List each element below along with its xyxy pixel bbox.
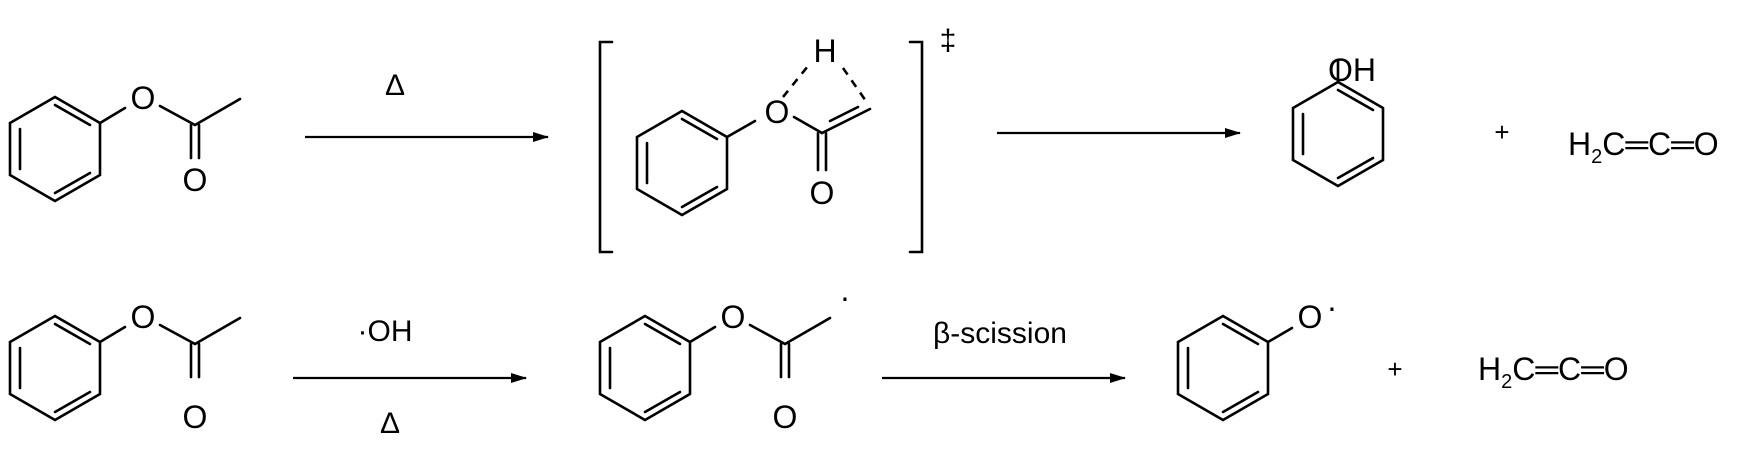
heat-label: Δ — [385, 69, 405, 102]
acetate-bonds — [98, 316, 242, 379]
double-dagger-symbol: ‡ — [940, 24, 957, 57]
radical-dot: · — [840, 279, 851, 315]
phenyl-acetate-reactant-2: O O — [8, 299, 242, 435]
acetyl-radical-intermediate: O O · — [598, 279, 851, 435]
ester-oxygen-label: O — [721, 299, 746, 335]
phenol: OH — [1291, 52, 1385, 188]
carbonyl-oxygen-label: O — [773, 399, 798, 435]
radical-dot: · — [1327, 289, 1338, 325]
ester-oxygen-label: O — [131, 299, 156, 335]
beta-scission-label: β-scission — [933, 317, 1067, 350]
ketene-formula: H2C═C═O — [1478, 351, 1629, 393]
reaction-arrow-hydroxyl: ·OH Δ — [293, 315, 527, 440]
heat-label: Δ — [380, 407, 400, 440]
acetate-bonds — [98, 97, 242, 160]
right-bracket — [908, 40, 924, 254]
benzene-ring — [635, 109, 729, 217]
ts-ester-oxygen-label: O — [765, 94, 790, 130]
carbonyl-oxygen-label: O — [183, 399, 208, 435]
transition-state: ‡ O O H — [598, 24, 957, 254]
plus-sign: + — [1494, 117, 1509, 147]
ester-oxygen-label: O — [131, 80, 156, 116]
plus-sign: + — [1387, 354, 1402, 384]
left-bracket — [598, 40, 614, 254]
carbonyl-oxygen-label: O — [183, 162, 208, 198]
benzene-ring — [598, 314, 692, 422]
ketene-formula: H2C═C═O — [1568, 126, 1719, 168]
ts-carbonyl-oxygen-label: O — [810, 175, 835, 211]
phenoxy-radical: O · — [1176, 289, 1338, 422]
reaction-arrow-beta-scission: β-scission — [882, 317, 1126, 383]
hydroxyl-label: OH — [1328, 52, 1376, 88]
reaction-arrow-heat: Δ — [305, 69, 549, 142]
hydroxyl-radical-label: ·OH — [358, 315, 413, 348]
benzene-ring — [1176, 314, 1270, 422]
phenyl-acetate-reactant-1: O O — [8, 80, 242, 203]
benzene-ring — [8, 95, 102, 203]
benzene-ring — [1291, 80, 1385, 188]
benzene-ring — [8, 314, 102, 422]
ts-hydrogen-label: H — [813, 33, 836, 69]
phenoxy-oxygen-label: O — [1298, 299, 1323, 335]
